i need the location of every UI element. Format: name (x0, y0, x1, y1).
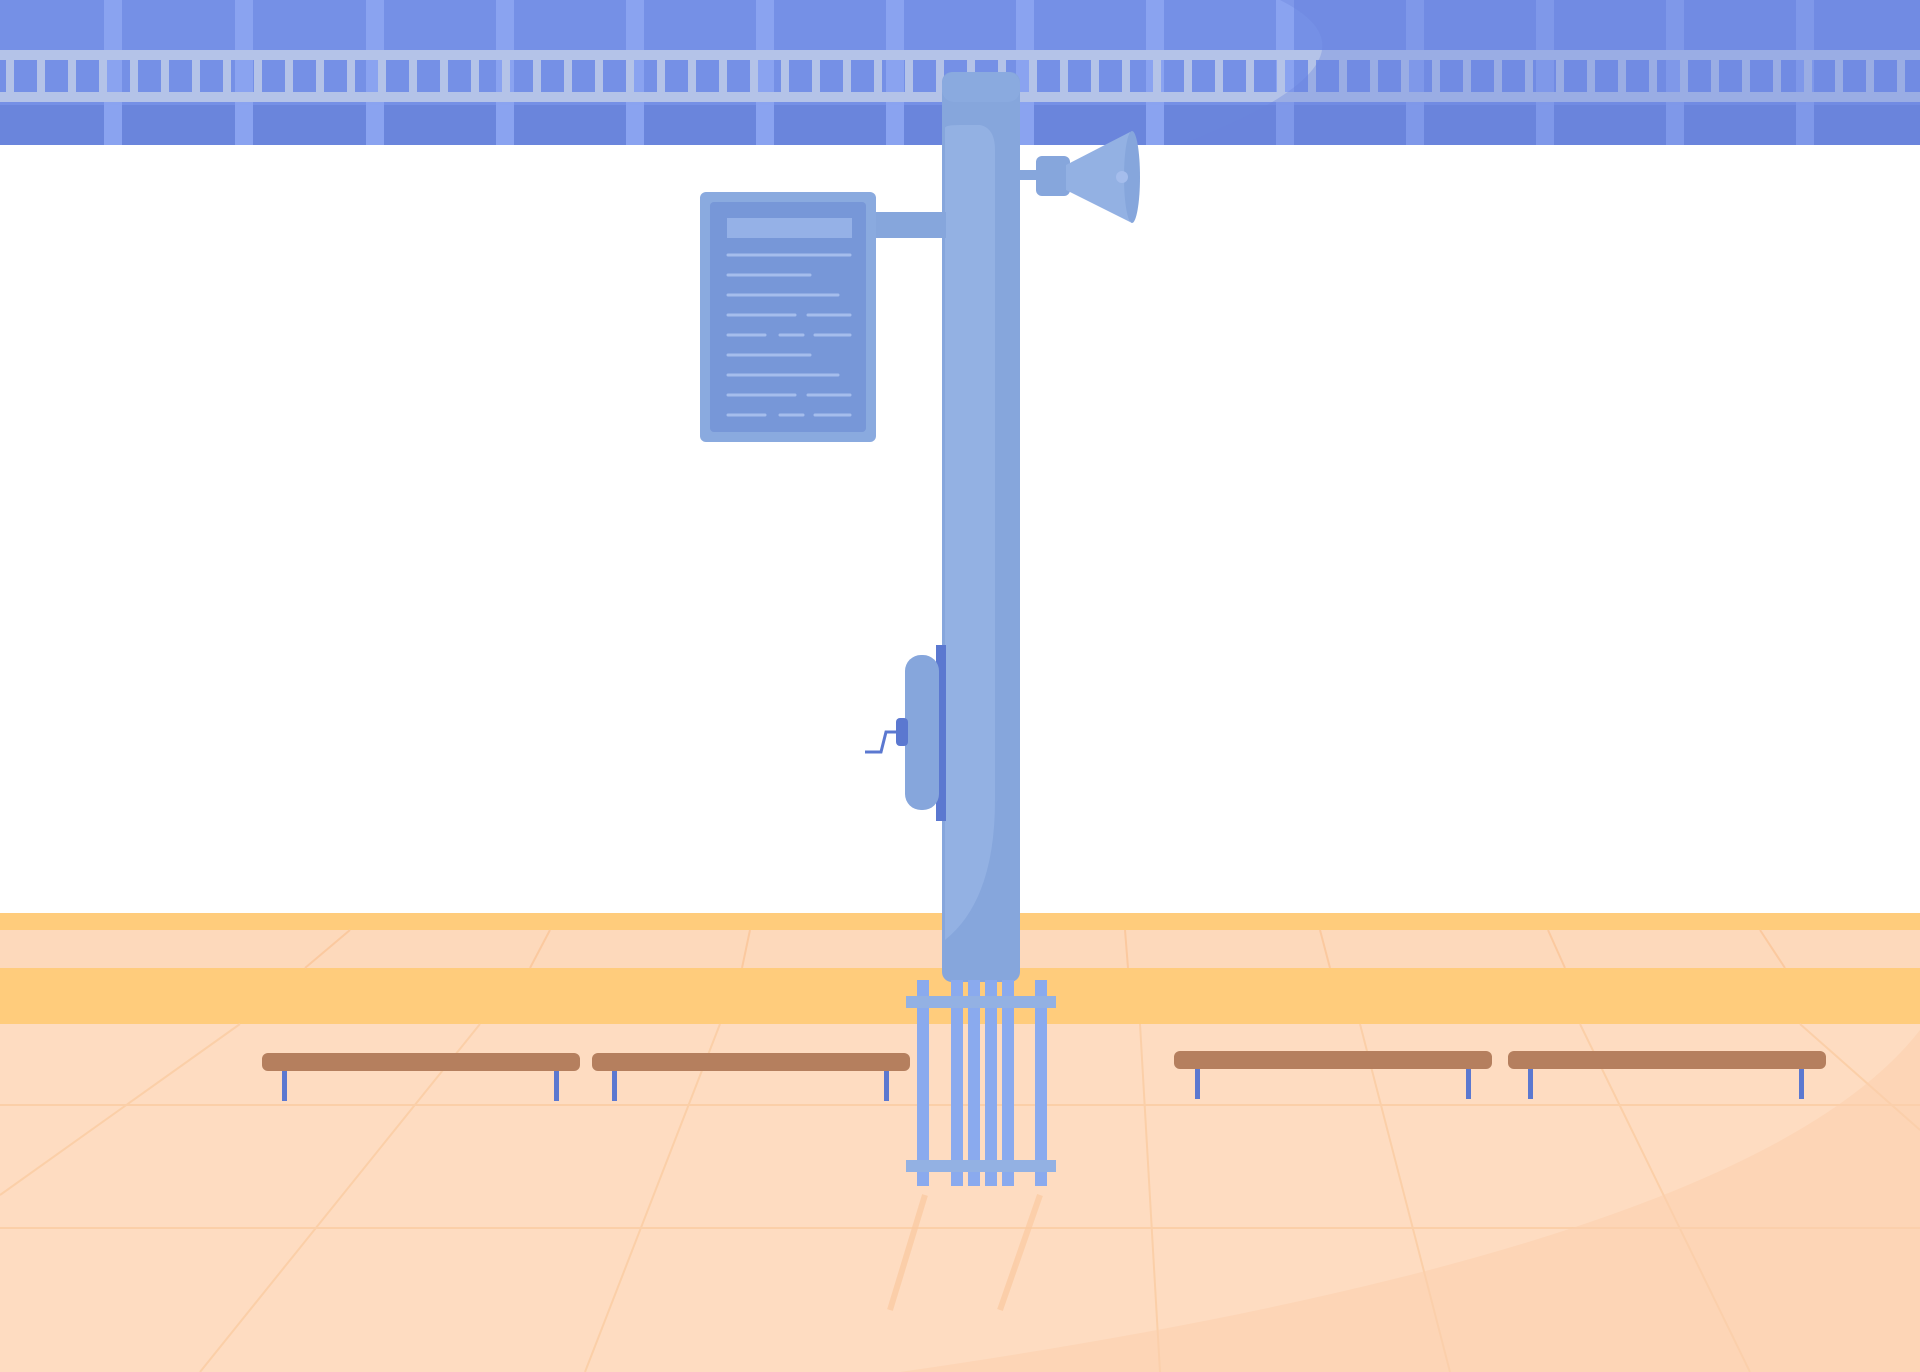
rail-tick (1308, 60, 1316, 92)
rail-tick (440, 60, 448, 92)
rail-tick (192, 60, 200, 92)
bench (1508, 1051, 1826, 1099)
rail-tick (1246, 60, 1254, 92)
rail-tick (1556, 60, 1564, 92)
rail-tick (378, 60, 386, 92)
rail-tick (1432, 60, 1440, 92)
rail-tick (533, 60, 541, 92)
rail-tick (68, 60, 76, 92)
rail-tick (471, 60, 479, 92)
rail-tick (1091, 60, 1099, 92)
rail-tick (254, 60, 262, 92)
rail-tick (1649, 60, 1657, 92)
rail-tick (843, 60, 851, 92)
rail-tick (595, 60, 603, 92)
rail-tick (502, 60, 510, 92)
rail-tick (1339, 60, 1347, 92)
rail-tick (1184, 60, 1192, 92)
rail-tick (1153, 60, 1161, 92)
rail-tick (409, 60, 417, 92)
rail-tick (719, 60, 727, 92)
rail-tick (1463, 60, 1471, 92)
rail-tick (812, 60, 820, 92)
rail-tick (564, 60, 572, 92)
rail-tick (626, 60, 634, 92)
rail-tick (285, 60, 293, 92)
rail-tick (37, 60, 45, 92)
rail-tick (1060, 60, 1068, 92)
rail-tick (1215, 60, 1223, 92)
loudspeaker-icon (1018, 131, 1140, 223)
bench (262, 1053, 580, 1101)
pole-base-fence (887, 980, 1056, 1311)
rail-tick (1494, 60, 1502, 92)
overhead-rail (0, 50, 1920, 60)
wall-phone-icon (865, 645, 946, 821)
rail-tick (1804, 60, 1812, 92)
rail-tick (781, 60, 789, 92)
rail-tick (99, 60, 107, 92)
bench (1174, 1051, 1492, 1099)
rail-tick (874, 60, 882, 92)
support-pole (942, 72, 1020, 982)
rail-tick (1835, 60, 1843, 92)
rail-tick (936, 60, 944, 92)
bench (592, 1053, 910, 1101)
rail-tick (1866, 60, 1874, 92)
rail-tick (1401, 60, 1409, 92)
rail-tick (1277, 60, 1285, 92)
rail-tick (1773, 60, 1781, 92)
rail-tick (161, 60, 169, 92)
rail-tick (1897, 60, 1905, 92)
rail-tick (1029, 60, 1037, 92)
rail-tick (1711, 60, 1719, 92)
timetable-board (700, 192, 946, 442)
rail-tick (223, 60, 231, 92)
rail-tick (688, 60, 696, 92)
rail-tick (1680, 60, 1688, 92)
rail-tick (1618, 60, 1626, 92)
rail-tick (316, 60, 324, 92)
rail-tick (6, 60, 14, 92)
rail-tick (1525, 60, 1533, 92)
rail-tick (905, 60, 913, 92)
rail-tick (1742, 60, 1750, 92)
rail-tick (130, 60, 138, 92)
benches (262, 1051, 1826, 1101)
rail-tick (750, 60, 758, 92)
rail-tick (657, 60, 665, 92)
rail-tick (1122, 60, 1130, 92)
rail-tick (347, 60, 355, 92)
rail-tick (1370, 60, 1378, 92)
rail-tick (1587, 60, 1595, 92)
